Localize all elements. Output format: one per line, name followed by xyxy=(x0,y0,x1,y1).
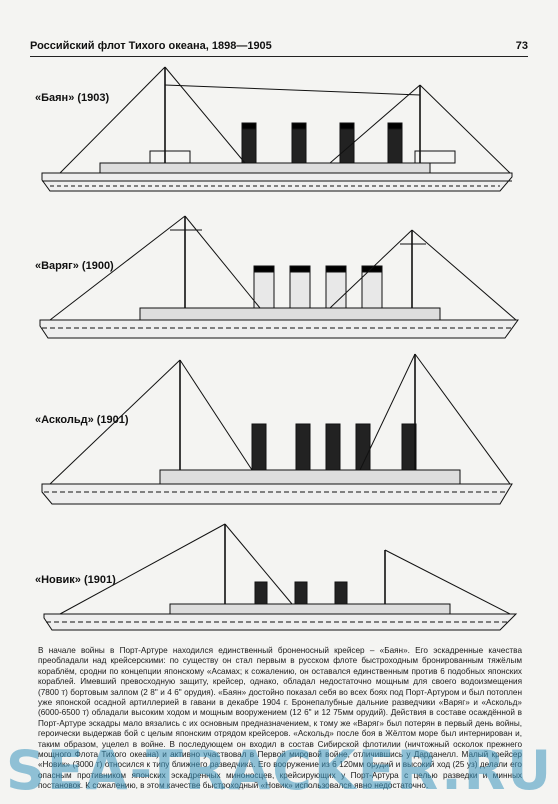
page-number: 73 xyxy=(515,40,528,52)
ship-label-varyag: «Варяг» (1900) xyxy=(35,260,114,272)
page-header: Российский флот Тихого океана, 1898—1905… xyxy=(30,40,528,57)
running-title: Российский флот Тихого океана, 1898—1905 xyxy=(30,40,272,52)
ship-drawing-askold xyxy=(41,353,513,505)
ship-drawing-bayan xyxy=(41,66,513,192)
ship-drawing-varyag xyxy=(39,215,519,339)
site-watermark: SEA-TRACKER.RU xyxy=(6,739,554,802)
body-text: В начале войны в Порт-Артуре находился е… xyxy=(38,646,522,791)
ship-label-novik: «Новик» (1901) xyxy=(35,574,116,586)
ship-label-askold: «Аскольд» (1901) xyxy=(35,414,129,426)
ship-label-bayan: «Баян» (1903) xyxy=(35,92,110,104)
ship-drawing-novik xyxy=(43,523,518,631)
